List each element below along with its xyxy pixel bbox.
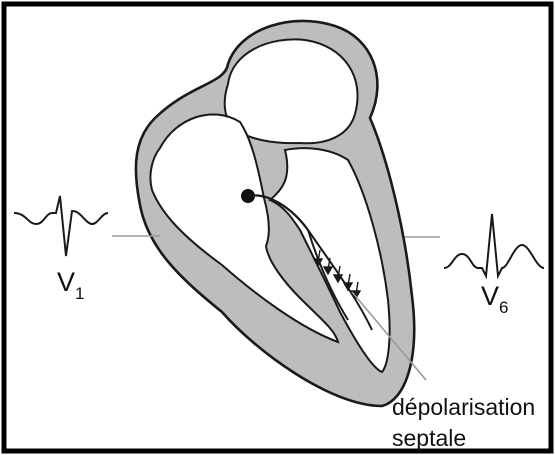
lead-v6-subscript: 6 — [499, 298, 508, 317]
ecg-trace-v1 — [14, 196, 108, 256]
caption-line-1: dépolarisation — [392, 394, 535, 420]
caption-line-2: septale — [392, 425, 466, 451]
ecg-trace-v6 — [444, 214, 544, 276]
lead-v6-label: V6 — [481, 281, 508, 317]
lead-v1-label: V1 — [57, 267, 84, 303]
left-atrium — [225, 39, 358, 143]
lead-v1-subscript: 1 — [75, 284, 84, 303]
